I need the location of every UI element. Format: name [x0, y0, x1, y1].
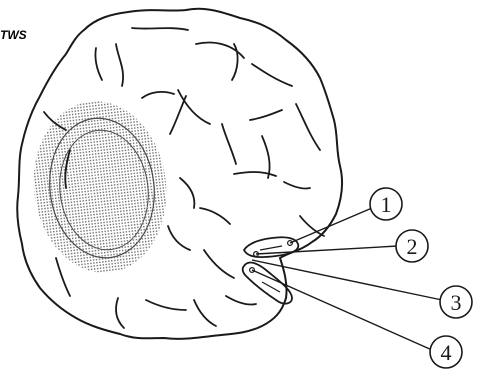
leader-4	[251, 269, 433, 351]
callout-1: 1	[369, 187, 403, 221]
callout-3-number: 3	[451, 290, 462, 315]
leader-3	[251, 259, 443, 301]
upper-sensor-slot	[242, 236, 300, 258]
leader-1	[289, 207, 373, 244]
mic-hole-1	[287, 240, 294, 247]
callout-leaders	[251, 207, 443, 351]
lower-sensor-slot	[241, 261, 293, 305]
earbud-body-outline	[16, 7, 344, 340]
callout-1-number: 1	[381, 192, 392, 217]
callout-4: 4	[429, 335, 463, 369]
callout-2: 2	[395, 229, 429, 263]
sensor-window	[241, 236, 300, 305]
speaker-mesh	[33, 101, 176, 273]
surface-contours	[43, 27, 325, 329]
model-label: TWS	[0, 28, 27, 42]
callout-4-number: 4	[441, 340, 452, 365]
callout-2-number: 2	[407, 234, 418, 259]
leader-2	[255, 245, 399, 255]
mic-hole-3	[249, 267, 256, 274]
callout-3: 3	[439, 285, 473, 319]
